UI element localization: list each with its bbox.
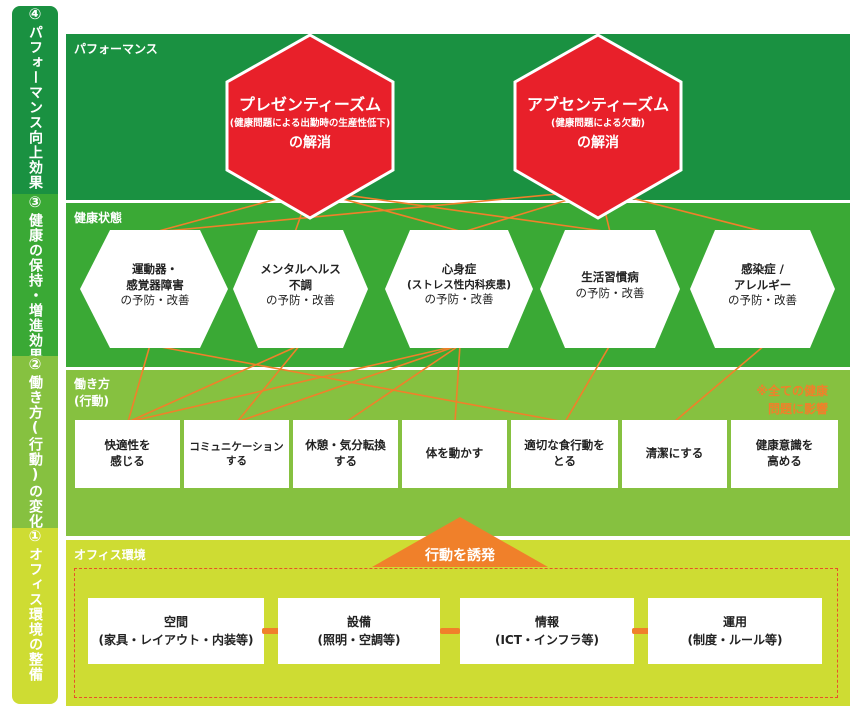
absenteeism-tail: の解消 bbox=[577, 135, 619, 152]
health-hexagon-2 bbox=[233, 230, 368, 348]
trigger-arrow bbox=[372, 517, 548, 567]
band-title-work-line2: (行動) bbox=[74, 393, 109, 408]
office-card-2-line2: (照明・空調等) bbox=[317, 633, 401, 647]
health-item-3-line1: 心身症 bbox=[441, 262, 477, 276]
connector-lines-lower bbox=[127, 344, 766, 423]
presenteeism-sub: (健康問題による出勤時の生産性低下) bbox=[229, 117, 391, 129]
health-hexagon-5 bbox=[690, 230, 835, 348]
office-card-1-line1: 空間 bbox=[163, 615, 188, 629]
side-number-1: ① bbox=[28, 527, 42, 545]
all-health-note: ※全ての健康 問題に影響 bbox=[756, 382, 828, 418]
health-item-5: 感染症 / アレルギー の予防・改善 bbox=[690, 262, 835, 309]
health-item-4-line3: の予防・改善 bbox=[575, 285, 645, 300]
band-title-work-line1: 働き方 bbox=[74, 377, 111, 391]
health-item-2-line2: 不調 bbox=[289, 277, 312, 292]
work-card-6-line1: 清潔にする bbox=[645, 446, 704, 461]
work-card-awareness: 健康意識を 高める bbox=[731, 420, 838, 488]
side-number-4: ④ bbox=[28, 5, 42, 23]
presenteeism-text: プレゼンティーズム (健康問題による出勤時の生産性低下) の解消 bbox=[227, 94, 393, 153]
work-card-1-line1: 快適性を bbox=[104, 438, 151, 453]
office-card-4-line1: 運用 bbox=[722, 615, 747, 629]
office-connector-1 bbox=[262, 628, 282, 634]
work-card-5-line1: 適切な食行動を bbox=[524, 438, 605, 453]
health-item-2: メンタルヘルス 不調 の予防・改善 bbox=[233, 262, 368, 309]
work-card-2-line2: する bbox=[226, 455, 247, 467]
work-card-3-line2: する bbox=[334, 454, 357, 468]
health-item-4-line1: 生活習慣病 bbox=[581, 270, 639, 284]
work-card-rest: 休憩・気分転換 する bbox=[293, 420, 398, 488]
health-hexagon-4 bbox=[540, 230, 680, 348]
work-card-3-line1: 休憩・気分転換 bbox=[305, 438, 386, 453]
presenteeism-title: プレゼンティーズム bbox=[238, 95, 382, 114]
health-item-4: 生活習慣病 の予防・改善 bbox=[540, 270, 680, 301]
work-card-7-line1: 健康意識を bbox=[755, 438, 814, 453]
health-item-3-line2: (ストレス性内科疾患) bbox=[406, 278, 512, 291]
side-text-2: 働き方(行動)の変化 bbox=[27, 375, 44, 530]
health-hexagon-1-wide bbox=[80, 230, 228, 348]
side-number-3: ③ bbox=[28, 193, 42, 211]
band-title-work: 働き方 (行動) bbox=[74, 376, 110, 410]
work-card-communication: コミュニケーション する bbox=[184, 420, 289, 488]
office-connector-2 bbox=[440, 628, 460, 634]
office-card-4-line2: (制度・ルール等) bbox=[687, 633, 783, 647]
work-card-move: 体を動かす bbox=[402, 420, 507, 488]
side-text-3: 健康の保持・増進効果 bbox=[27, 213, 44, 364]
presenteeism-hexagon bbox=[225, 33, 395, 220]
side-number-2: ② bbox=[28, 355, 42, 373]
health-item-1-line2: 感覚器障害 bbox=[126, 277, 184, 292]
absenteeism-sub: (健康問題による欠勤) bbox=[551, 117, 645, 129]
side-text-1: オフィス環境の整備 bbox=[27, 547, 44, 683]
work-card-1-line2: 感じる bbox=[110, 454, 145, 468]
absenteeism-title: アブセンティーズム bbox=[526, 95, 670, 114]
band-performance: パフォーマンス bbox=[66, 34, 850, 200]
office-connector-3 bbox=[632, 628, 652, 634]
health-item-5-line3: の予防・改善 bbox=[728, 293, 797, 308]
health-item-1: 運動器・ 感覚器障害 の予防・改善 bbox=[85, 262, 225, 309]
presenteeism-tail: の解消 bbox=[289, 135, 331, 152]
health-hexagon-3 bbox=[385, 230, 533, 348]
band-title-performance: パフォーマンス bbox=[74, 42, 158, 56]
side-label-health: ③ 健康の保持・増進効果 bbox=[12, 193, 58, 363]
work-card-7-line2: 高める bbox=[767, 454, 802, 468]
office-card-information: 情報 (ICT・インフラ等) bbox=[460, 598, 634, 664]
office-card-2-line1: 設備 bbox=[346, 615, 371, 629]
side-text-4: パフォーマンス向上効果 bbox=[27, 25, 44, 191]
office-dashed-frame bbox=[74, 568, 838, 698]
band-title-health: 健康状態 bbox=[74, 211, 123, 225]
health-item-1-line3: の予防・改善 bbox=[120, 293, 190, 308]
side-label-office: ① オフィス環境の整備 bbox=[12, 527, 58, 704]
health-item-3-line3: の予防・改善 bbox=[424, 291, 494, 306]
office-card-3-line1: 情報 bbox=[534, 615, 559, 629]
office-card-operation: 運用 (制度・ルール等) bbox=[648, 598, 822, 664]
health-item-5-line1: 感染症 / bbox=[741, 262, 784, 276]
office-card-space: 空間 (家具・レイアウト・内装等) bbox=[88, 598, 264, 664]
health-item-2-line3: の予防・改善 bbox=[266, 293, 335, 308]
health-item-5-line2: アレルギー bbox=[733, 277, 792, 292]
side-label-performance: ④ パフォーマンス向上効果 bbox=[12, 5, 58, 194]
office-card-1-line2: (家具・レイアウト・内装等) bbox=[98, 633, 254, 647]
work-card-4-line1: 体を動かす bbox=[425, 446, 484, 461]
work-card-clean: 清潔にする bbox=[622, 420, 727, 488]
side-label-work: ② 働き方(行動)の変化 bbox=[12, 355, 58, 530]
all-health-note-line1: ※全ての健康 bbox=[756, 384, 828, 398]
health-item-3: 心身症 (ストレス性内科疾患) の予防・改善 bbox=[385, 262, 533, 307]
absenteeism-text: アブセンティーズム (健康問題による欠勤) の解消 bbox=[515, 94, 681, 153]
absenteeism-hexagon bbox=[513, 33, 683, 220]
all-health-note-line2: 問題に影響 bbox=[767, 402, 828, 416]
health-item-2-line1: メンタルヘルス bbox=[260, 262, 341, 276]
trigger-label: 行動を誘発 bbox=[425, 548, 495, 564]
work-card-eating: 適切な食行動を とる bbox=[511, 420, 618, 488]
band-title-office: オフィス環境 bbox=[74, 548, 146, 562]
work-card-2-line1: コミュニケーション bbox=[189, 440, 284, 453]
work-card-5-line2: とる bbox=[553, 454, 576, 468]
work-card-comfort: 快適性を 感じる bbox=[75, 420, 180, 488]
health-item-1-line1: 運動器・ bbox=[132, 262, 178, 276]
office-card-equipment: 設備 (照明・空調等) bbox=[278, 598, 440, 664]
office-card-3-line2: (ICT・インフラ等) bbox=[494, 633, 600, 647]
